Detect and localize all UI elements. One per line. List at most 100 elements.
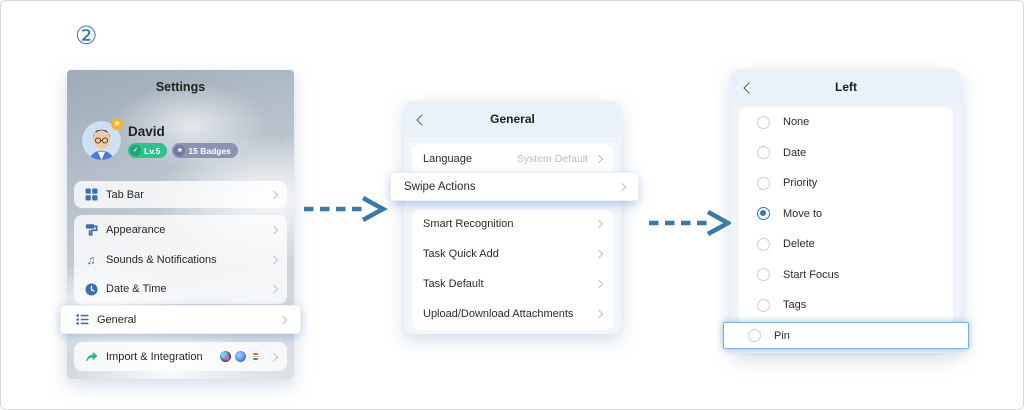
profile-badges: ✓ Lv.5 ★ 15 Badges [128, 143, 238, 158]
option-label: Tags [783, 299, 807, 312]
settings-screen: Settings ★ David ✓ L [61, 70, 300, 379]
menu-item-label: Upload/Download Attachments [423, 308, 574, 320]
options-card: None Date Priority Move to Delete Start … [739, 107, 953, 345]
chevron-right-icon [269, 284, 279, 294]
option-label: Start Focus [783, 268, 840, 281]
level-badge-label: Lv.5 [144, 145, 161, 156]
option-label: None [783, 116, 810, 129]
option-label: Date [783, 146, 807, 159]
option-label: Pin [774, 329, 790, 342]
menu-item-language[interactable]: Language System Default [412, 144, 613, 173]
star-badge-icon: ★ [111, 118, 123, 130]
page-title: Left [835, 80, 857, 94]
option-start-focus[interactable]: Start Focus [739, 260, 953, 291]
menu-item-task-default[interactable]: Task Default [412, 269, 613, 299]
avatar-illustration [82, 121, 121, 160]
chevron-right-icon [594, 279, 604, 289]
avatar[interactable]: ★ [82, 118, 123, 160]
page-title: General [490, 112, 535, 126]
chevron-right-icon [269, 225, 279, 235]
option-move-to[interactable]: Move to [739, 199, 953, 230]
paint-roller-icon [84, 223, 98, 237]
music-note-icon: ♫ [86, 252, 96, 267]
sidebar-item-import-integration[interactable]: Import & Integration [74, 342, 287, 371]
option-label: Delete [783, 238, 815, 251]
menu-item-label: Sounds & Notifications [106, 253, 217, 266]
option-label: Move to [783, 207, 823, 220]
option-label: Priority [783, 177, 818, 190]
chevron-right-icon [617, 182, 627, 191]
profile-name: David [128, 124, 165, 139]
integration-service-icon [250, 351, 261, 362]
option-pin[interactable]: Pin [723, 322, 969, 349]
radio-button[interactable] [757, 207, 770, 221]
chevron-right-icon [269, 190, 279, 199]
chevron-right-icon [269, 255, 279, 264]
chevron-right-icon [594, 249, 604, 259]
screen-header: Left [731, 69, 961, 105]
back-chevron-icon[interactable] [416, 114, 428, 126]
option-tags[interactable]: Tags [739, 290, 953, 321]
chevron-right-icon [269, 352, 279, 361]
sidebar-item-appearance[interactable]: Appearance [74, 215, 287, 245]
menu-item-value: System Default [516, 152, 588, 165]
tab-bar-grid-icon [84, 188, 98, 202]
menu-item-label: Appearance [106, 223, 166, 236]
sidebar-item-date-time[interactable]: Date & Time [74, 274, 287, 304]
sidebar-item-sounds-notifications[interactable]: ♫ Sounds & Notifications [74, 245, 287, 275]
flow-arrow-icon [304, 195, 388, 223]
radio-button[interactable] [748, 329, 761, 342]
menu-item-label: General [97, 313, 137, 326]
menu-item-upload-download-attachments[interactable]: Upload/Download Attachments [412, 299, 613, 329]
badges-badge-label: 15 Badges [188, 145, 231, 156]
list-icon [75, 313, 89, 327]
integration-app-icons [220, 351, 261, 362]
option-delete[interactable]: Delete [739, 229, 953, 260]
menu-item-swipe-actions[interactable]: Swipe Actions [391, 173, 638, 200]
option-none[interactable]: None [739, 107, 953, 138]
chevron-right-icon [594, 154, 604, 163]
settings-group-card: Appearance ♫ Sounds & Notifications Date… [74, 215, 287, 304]
option-date[interactable]: Date [739, 138, 953, 169]
radio-button[interactable] [757, 268, 770, 282]
medal-star-icon: ★ [174, 145, 186, 156]
menu-item-label: Date & Time [106, 283, 167, 296]
settings-group-card: Language System Default [412, 144, 613, 173]
shortcuts-app-icon [235, 351, 246, 362]
chevron-right-icon [278, 315, 288, 324]
menu-item-label: Task Default [423, 278, 484, 290]
screen-header: General [404, 101, 621, 137]
badges-badge[interactable]: ★ 15 Badges [172, 143, 238, 158]
clock-icon [84, 282, 98, 296]
menu-item-task-quick-add[interactable]: Task Quick Add [412, 239, 613, 269]
siri-icon [220, 351, 231, 362]
chevron-right-icon [594, 309, 604, 319]
menu-item-label: Import & Integration [106, 350, 203, 363]
radio-button[interactable] [757, 146, 770, 160]
flow-arrow-icon [649, 209, 733, 237]
chevron-right-icon [275, 135, 285, 145]
radio-button[interactable] [757, 298, 770, 312]
back-chevron-icon[interactable] [743, 82, 755, 94]
radio-button[interactable] [757, 237, 770, 251]
level-badge[interactable]: ✓ Lv.5 [128, 143, 168, 158]
sidebar-item-tab-bar[interactable]: Tab Bar [74, 181, 287, 208]
radio-button[interactable] [757, 176, 770, 190]
sidebar-item-general[interactable]: General [61, 306, 300, 333]
menu-item-label: Language [423, 152, 472, 165]
chevron-right-icon [594, 219, 604, 229]
check-icon: ✓ [130, 145, 141, 156]
page-title: Settings [155, 80, 206, 94]
menu-item-label: Smart Recognition [423, 218, 514, 230]
general-screen: General Language System Default Swipe Ac… [391, 101, 638, 334]
option-priority[interactable]: Priority [739, 168, 953, 199]
menu-item-label: Swipe Actions [404, 180, 476, 193]
left-swipe-screen: Left None Date Priority Move to Delete [723, 69, 969, 353]
step-number-label: ② [75, 22, 98, 50]
share-arrow-icon [84, 350, 98, 364]
radio-button[interactable] [757, 115, 770, 129]
settings-group-card: Smart Recognition Task Quick Add Task De… [412, 209, 613, 330]
menu-item-smart-recognition[interactable]: Smart Recognition [412, 209, 613, 239]
menu-item-label: Tab Bar [106, 188, 144, 201]
